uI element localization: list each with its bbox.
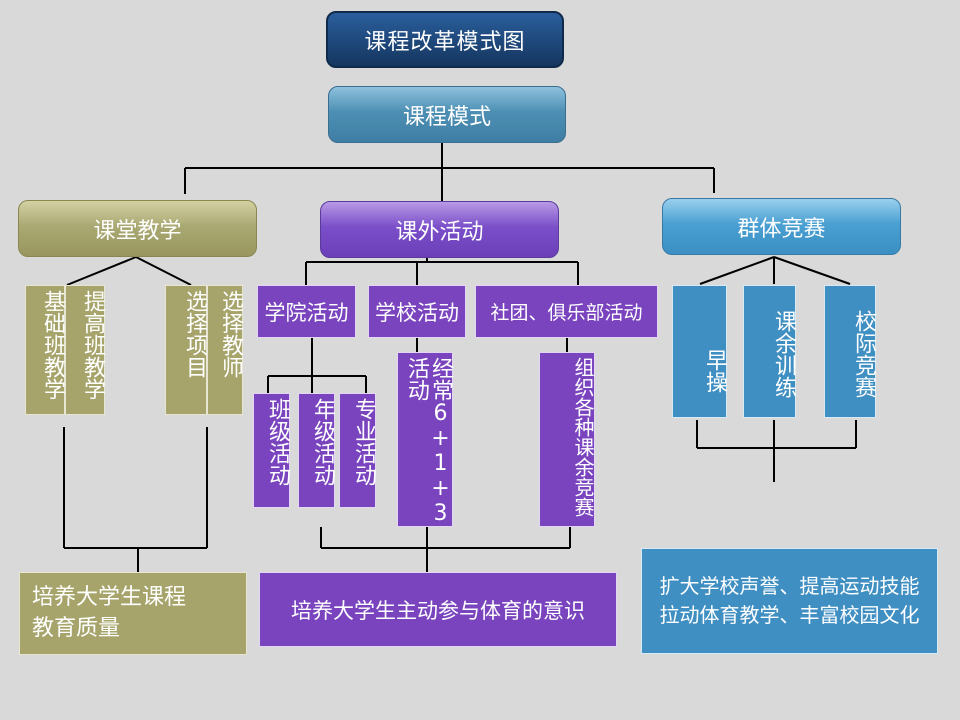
- organize-competitions: 组织各种课余竞赛: [539, 352, 595, 527]
- competition-node: 群体竞赛: [662, 198, 901, 255]
- classroom-goal-line: 教育质量: [32, 615, 121, 641]
- connector-line: [773, 256, 851, 285]
- morning-exercise: 早操: [672, 285, 727, 418]
- classroom-goal-line: 培养大学生课程: [32, 584, 187, 610]
- basic-class-teaching: 基础班教学: [25, 285, 65, 415]
- choose-teacher: 选择教师: [207, 285, 243, 415]
- connector-line: [66, 256, 137, 286]
- competition-goal-line: 扩大学校声誉、提高运动技能: [659, 574, 920, 598]
- classroom-goal: 培养大学生课程 教育质量: [19, 572, 247, 655]
- inter-school-competition: 校际竞赛: [824, 285, 876, 418]
- major-activities: 专业活动: [339, 393, 376, 508]
- regular-6-1-3-activities: 经常6+1+3活动: [397, 352, 453, 527]
- connector-line: [699, 256, 775, 285]
- club-activities: 社团、俱乐部活动: [475, 285, 658, 338]
- extracurricular-goal: 培养大学生主动参与体育的意识: [259, 572, 617, 647]
- competition-goal-line: 拉动体育教学、丰富校园文化: [659, 603, 920, 627]
- class-activities: 班级活动: [253, 393, 290, 508]
- competition-goal: 扩大学校声誉、提高运动技能 拉动体育教学、丰富校园文化: [641, 548, 938, 654]
- school-activities: 学校活动: [368, 285, 466, 338]
- diagram-title: 课程改革模式图: [326, 11, 564, 68]
- college-activities: 学院活动: [257, 285, 356, 338]
- extracurricular-node: 课外活动: [320, 201, 559, 258]
- course-model-node: 课程模式: [328, 86, 566, 143]
- classroom-teaching-node: 课堂教学: [18, 200, 257, 257]
- choose-project: 选择项目: [165, 285, 207, 415]
- after-school-training: 课余训练: [743, 285, 796, 418]
- connector-line: [135, 256, 192, 286]
- advanced-class-teaching: 提高班教学: [65, 285, 105, 415]
- grade-activities: 年级活动: [298, 393, 335, 508]
